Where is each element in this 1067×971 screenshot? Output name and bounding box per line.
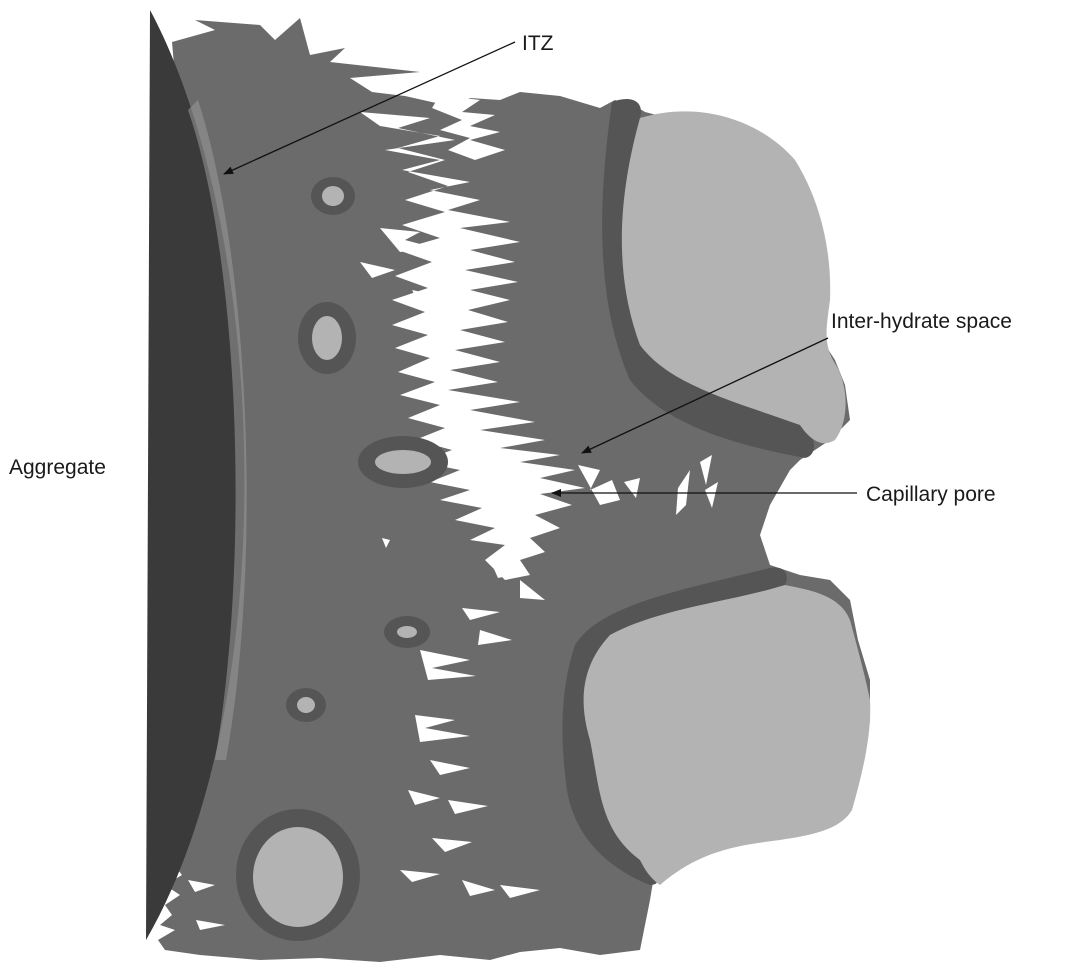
aggregate-label: Aggregate xyxy=(9,456,106,479)
itz-label: ITZ xyxy=(522,32,554,55)
small-grain-core xyxy=(312,316,342,360)
small-grain-core xyxy=(297,697,315,713)
large-grain-core xyxy=(253,827,343,927)
inter-hydrate-space-label: Inter-hydrate space xyxy=(831,310,1012,333)
unhydrated-grain-lower xyxy=(584,585,871,885)
capillary-pore-label: Capillary pore xyxy=(866,483,996,506)
small-grain-core xyxy=(397,626,417,638)
small-grain-core xyxy=(375,450,431,474)
small-grain-core xyxy=(322,186,344,206)
